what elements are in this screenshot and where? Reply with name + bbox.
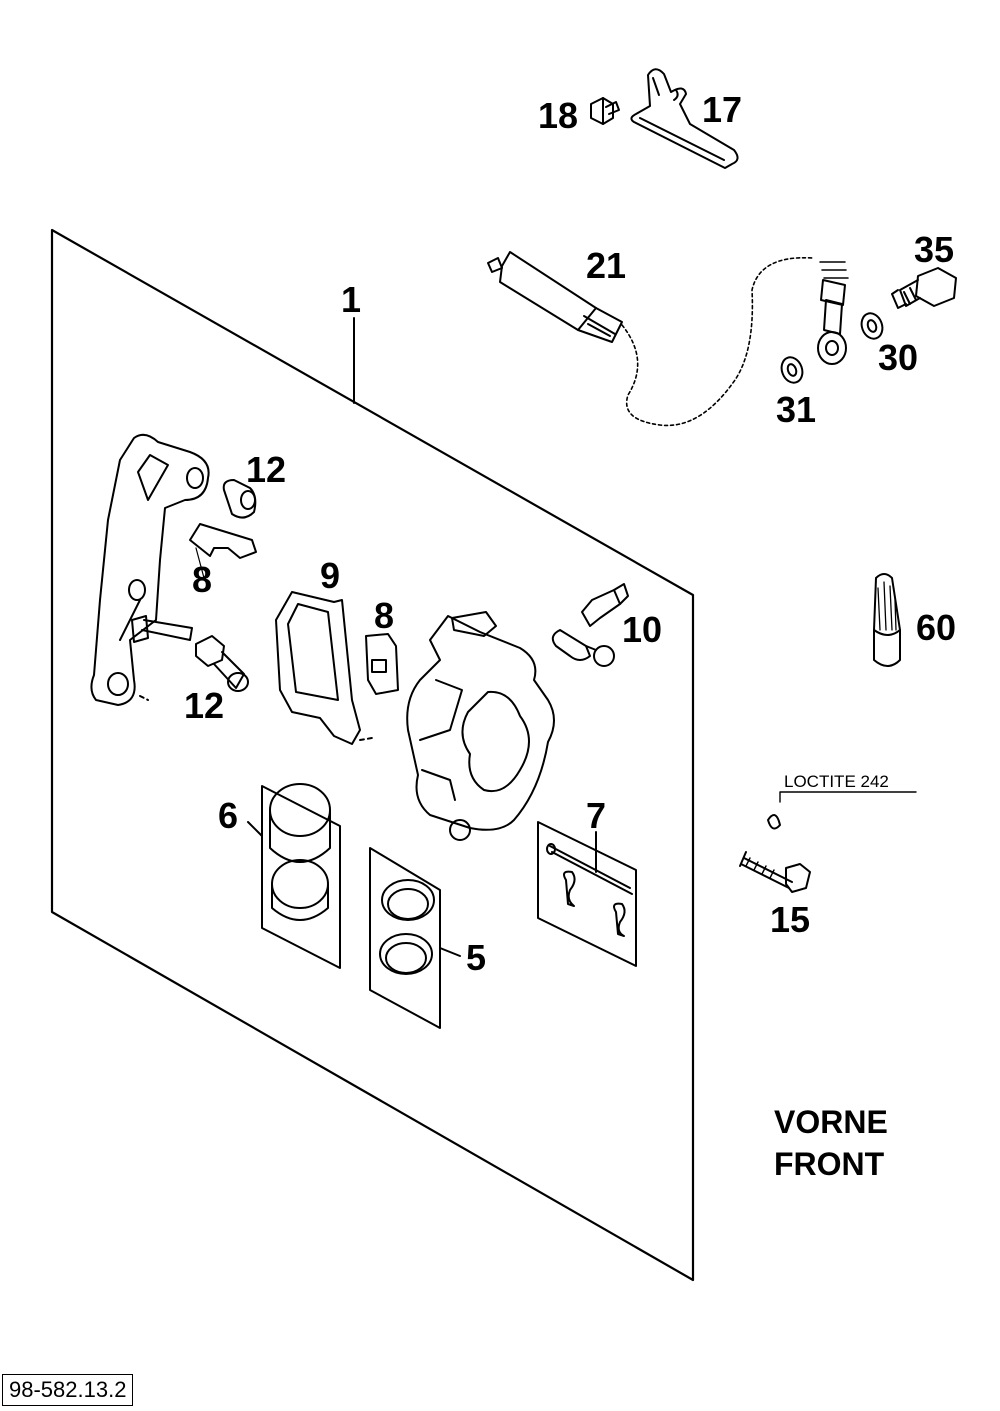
banjo-fitting xyxy=(817,261,849,365)
bolt-part-18 xyxy=(590,97,620,125)
callout-31: 31 xyxy=(776,389,817,430)
banjo-bolt-part-35 xyxy=(891,267,957,309)
caliper-bracket xyxy=(90,433,210,706)
callout-35: 35 xyxy=(914,229,955,270)
heading-line-2: FRONT xyxy=(774,1145,885,1182)
loctite-note: LOCTITE 242 xyxy=(784,772,889,791)
callout-8-left: 8 xyxy=(192,559,213,600)
brake-pad-part-9 xyxy=(275,591,373,745)
bolt-part-15 xyxy=(739,814,811,893)
loctite-leader xyxy=(779,791,917,803)
seal-kit-part-5 xyxy=(369,847,461,1029)
callout-12-top: 12 xyxy=(246,449,287,490)
callout-60: 60 xyxy=(916,607,957,648)
washer-part-30 xyxy=(860,312,884,340)
callout-30: 30 xyxy=(878,337,919,378)
washer-part-31 xyxy=(780,356,804,384)
callout-18: 18 xyxy=(538,95,579,136)
heading-front: VORNE FRONT xyxy=(774,1102,888,1185)
callout-12-bottom: 12 xyxy=(184,685,225,726)
callout-5: 5 xyxy=(466,937,487,978)
callout-21: 21 xyxy=(586,245,627,286)
hose-boot-part-21 xyxy=(487,251,813,427)
callout-6: 6 xyxy=(218,795,239,836)
boot-part-12-top xyxy=(222,479,257,519)
callout-17: 17 xyxy=(702,89,743,130)
loctite-bottle-part-60 xyxy=(873,573,901,667)
callout-8-right: 8 xyxy=(374,595,395,636)
callout-9: 9 xyxy=(320,555,341,596)
caliper-body xyxy=(406,611,555,841)
callout-1: 1 xyxy=(341,279,362,320)
heading-line-1: VORNE xyxy=(774,1104,888,1140)
callout-10: 10 xyxy=(622,609,663,650)
pad-retainer-part-8-right xyxy=(365,633,399,695)
piston-kit-part-6 xyxy=(247,783,341,969)
callout-7: 7 xyxy=(586,795,607,836)
kit-panel xyxy=(50,228,695,1282)
pin-kit-part-7 xyxy=(537,821,637,967)
bleeder-part-10 xyxy=(551,583,629,667)
guide-pin-part-12-bottom xyxy=(195,635,249,692)
wire-clip-part-17 xyxy=(630,68,739,169)
pad-spring-part-8-left xyxy=(189,523,257,559)
document-number: 98-582.13.2 xyxy=(2,1374,134,1406)
callout-15: 15 xyxy=(770,899,811,940)
